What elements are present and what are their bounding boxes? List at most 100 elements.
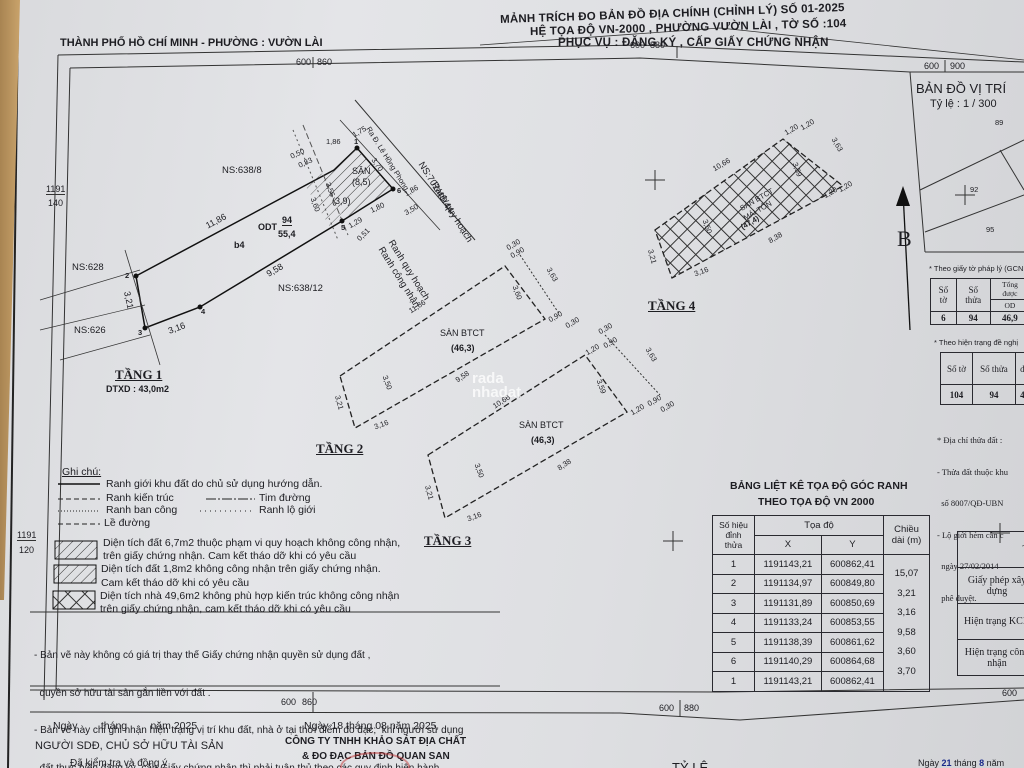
neighbor-626: NS:626 xyxy=(74,325,106,336)
address-line1: * Địa chỉ thửa đất : xyxy=(937,435,1003,445)
coord-x: 1191133,24 xyxy=(754,612,822,633)
yard-label: SÂN xyxy=(352,166,371,176)
owner-date: Ngày tháng năm 2025 xyxy=(53,720,198,732)
small-area: (3,9) xyxy=(332,196,351,206)
header-title-line3: PHỤC VỤ : ĐĂNG KÝ , CẤP GIẤY CHỨNG NHẬN xyxy=(558,37,829,49)
coord-y: 600853,55 xyxy=(820,612,885,633)
disclaimer-line2: quyền sở hữu tài sản gắn liền với đất . xyxy=(34,687,211,699)
signature-date: Ngày 21 tháng 8 năm xyxy=(918,758,1004,768)
current-header-other: d xyxy=(1014,352,1024,385)
location-map-scale: Tỷ lệ : 1 / 300 xyxy=(930,98,997,110)
coord-row: 1 1191143,21 600862,41 xyxy=(712,671,930,692)
legend-hatch2-line1: Diện tích đất 1,8m2 không công nhận trên… xyxy=(101,563,381,575)
current-cell-sheet: 104 xyxy=(939,384,974,405)
current-table-caption: * Theo hiện trạng đề nghị xyxy=(934,338,1019,347)
legal-cell-total: 46,9 xyxy=(989,311,1024,325)
north-arrow-icon: B xyxy=(897,226,912,251)
disclaimer-line3: - Bản vẽ này chỉ ghi nhận hiện trạng vị … xyxy=(34,725,464,736)
b4-label: b4 xyxy=(234,240,245,250)
parcel-89: 89 xyxy=(995,118,1004,127)
length-6-1: 3,70 xyxy=(897,665,916,677)
coord-table-title-1: BẢNG LIỆT KÊ TỌA ĐỘ GÓC RANH xyxy=(730,480,908,492)
coord-x: 1191131,89 xyxy=(754,593,822,614)
neighbor-638-8: NS:638/8 xyxy=(222,165,262,176)
coord-y: 600864,68 xyxy=(820,651,885,672)
vertex-1: 1 xyxy=(354,137,359,146)
watermark-line2: nhadat xyxy=(472,384,522,401)
disclaimer: - Bản vẽ này không có giá trị thay thế G… xyxy=(34,625,463,768)
floor2-title: TẦNG 2 xyxy=(316,441,364,456)
permit-table: Tê Giấy phép xây dựng Hiện trạng KCN Hiệ… xyxy=(957,531,1024,676)
address-line2: - Thửa đất thuộc khu xyxy=(937,466,1009,477)
length-3-4: 3,16 xyxy=(897,607,916,618)
permit-header: Tê xyxy=(957,531,1024,568)
current-table: Số tờ Số thửa d 104 94 4 xyxy=(939,352,1024,405)
coord-row: 6 1191140,29 600864,68 xyxy=(712,651,930,672)
disclaimer-line1: - Bản vẽ này không có giá trị thay thế G… xyxy=(34,650,371,661)
watermark-line1: rada xyxy=(472,370,504,387)
vertex-3: 3 xyxy=(138,328,143,337)
coord-header-coord: Tọa độ xyxy=(754,515,884,536)
grid-left-lower-b: 120 xyxy=(19,545,35,555)
grid-bottom-mid-b: 880 xyxy=(684,703,700,713)
grid-bottom-mid-a: 600 xyxy=(659,703,675,713)
coord-x: 1191138,39 xyxy=(754,632,822,653)
sig-month-label: tháng xyxy=(954,758,977,768)
legend-item-boundary: Ranh giới khu đất do chủ sử dụng hướng d… xyxy=(106,478,323,490)
neighbor-638-12: NS:638/12 xyxy=(278,283,323,294)
address-line3: số 8007/QĐ-UBN xyxy=(937,498,1004,508)
location-map-title: BẢN ĐỒ VỊ TRÍ xyxy=(916,81,1007,96)
legend-hatch2-line2: Cam kết tháo dỡ khi có yêu cầu xyxy=(101,577,250,589)
floor2-area: (46,3) xyxy=(451,343,475,353)
length-1-2: 15,07 xyxy=(894,568,919,579)
coord-x: 1191143,21 xyxy=(754,671,822,692)
grid-left-upper-b: 140 xyxy=(48,198,64,208)
vertex-4: 4 xyxy=(201,307,206,316)
sig-month: 8 xyxy=(979,758,985,768)
coord-x: 1191140,29 xyxy=(754,651,822,672)
coord-header-y: Y xyxy=(820,534,885,555)
legend-title: Ghi chú: xyxy=(62,466,102,478)
coord-x: 1191134,97 xyxy=(754,573,822,594)
legal-header-sheet: Số tờ xyxy=(930,278,957,312)
coord-header-length: Chiều dài (m) xyxy=(883,515,930,555)
grid-top-mid-a: 600 xyxy=(630,40,646,50)
grid-left-upper-a: 1191 xyxy=(46,184,66,195)
coord-point: 6 xyxy=(712,651,755,672)
legal-cell-parcel: 94 xyxy=(955,311,991,325)
permit-row-building-permit: Giấy phép xây dựng xyxy=(957,567,1024,604)
yard-area: (8,5) xyxy=(352,177,371,187)
coord-row: 1 1191143,21 600862,41 15,07 3,21 3,16 9… xyxy=(712,554,930,692)
legend-item-curb: Lề đường xyxy=(104,517,151,529)
floor3-title: TẦNG 3 xyxy=(424,533,472,548)
neighbor-628: NS:628 xyxy=(72,262,104,273)
grid-bottom-left-a: 600 xyxy=(281,697,297,707)
grid-top-right-b: 900 xyxy=(950,61,966,71)
parcel-area: 55,4 xyxy=(278,229,296,239)
coord-y: 600861,62 xyxy=(820,632,885,653)
coord-point: 5 xyxy=(712,632,755,653)
scale-label: TỶ LỆ xyxy=(672,760,709,768)
coord-point: 4 xyxy=(712,612,755,633)
vertex-2: 2 xyxy=(125,271,130,280)
coord-header-point: Số hiệu đỉnh thửa xyxy=(712,515,755,555)
coord-table-title-2: THEO TỌA ĐỘ VN 2000 xyxy=(758,496,875,508)
company-date: Ngày 18 tháng 08 năm 2025 xyxy=(304,720,437,732)
watermark-logo: rada nhadat xyxy=(458,370,522,401)
coord-y: 600862,41 xyxy=(820,671,885,692)
coord-table: Số hiệu đỉnh thửa Tọa độ Chiều dài (m) X… xyxy=(712,515,930,692)
legal-cell-sheet: 6 xyxy=(930,311,957,325)
floor1-built-area: DTXD : 43,0m2 xyxy=(106,384,170,394)
grid-left-lower-a: 1191 xyxy=(17,530,37,541)
city-ward-label: THÀNH PHỐ HỒ CHÍ MINH - PHƯỜNG : VƯỜN LÀ… xyxy=(60,37,323,49)
permit-row-current-recognized: Hiện trạng công nhận xyxy=(957,639,1024,676)
coord-header-x: X xyxy=(754,534,822,555)
grid-bottom-left-b: 860 xyxy=(302,697,318,707)
parcel-number: 94 xyxy=(282,215,293,226)
floor3-slab-label: SÀN BTCT xyxy=(519,420,564,430)
length-4-5: 9,58 xyxy=(897,626,916,638)
sig-day: 21 xyxy=(941,758,952,768)
coord-x: 1191143,21 xyxy=(754,554,822,575)
